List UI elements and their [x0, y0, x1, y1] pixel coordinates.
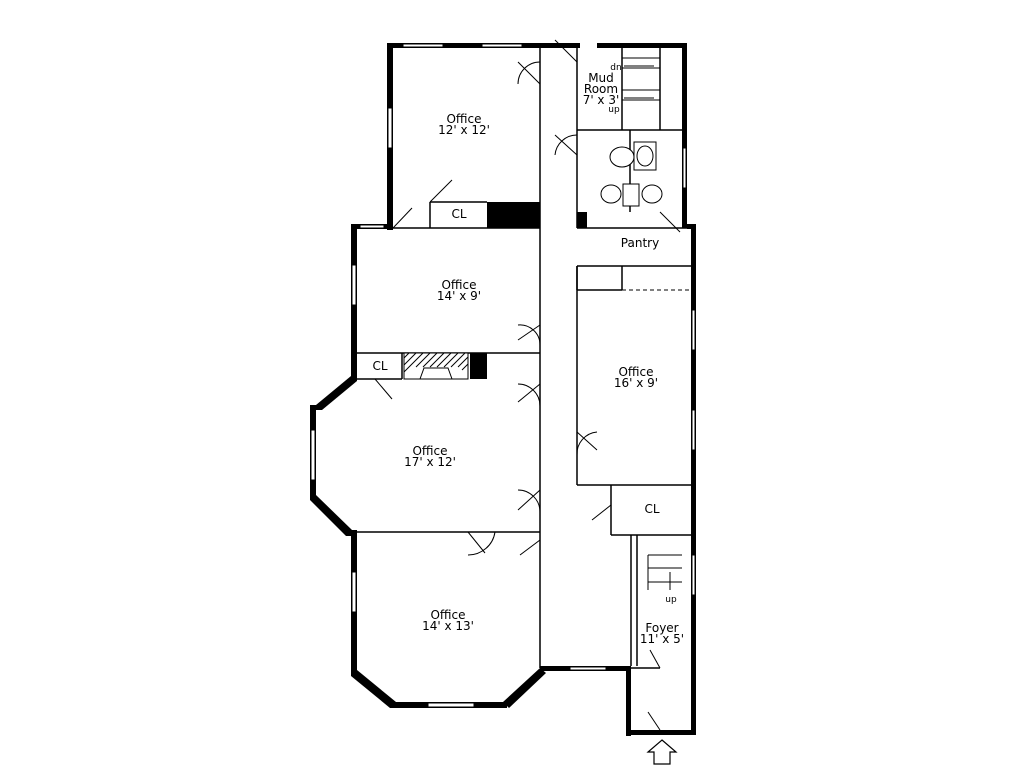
closet-right-label: CL: [644, 502, 659, 516]
pantry-name: Pantry: [621, 236, 659, 250]
closet-top-label: CL: [451, 207, 466, 221]
office-4-name: Office: [430, 608, 465, 622]
foyer-stairs: [647, 554, 682, 590]
foyer-name: Foyer: [645, 621, 678, 635]
office-top-name: Office: [446, 112, 481, 126]
doors: [374, 39, 681, 731]
office-3-size: 17' x 12': [404, 455, 456, 469]
office-right-name: Office: [618, 365, 653, 379]
interior-walls: [352, 48, 691, 669]
foyer-stairs-up: up: [665, 595, 677, 605]
mud-room-name-2: Room: [584, 82, 618, 96]
mud-stairs-up: up: [608, 105, 620, 115]
mud-room-name: Mud: [588, 71, 614, 85]
office-2-size: 14' x 9': [437, 289, 481, 303]
office-right-size: 16' x 9': [614, 376, 658, 390]
windows: [310, 43, 696, 708]
mud-room-stairs: [622, 57, 660, 101]
mud-room-size: 7' x 3': [583, 93, 620, 107]
entry-arrow-icon: [646, 739, 678, 765]
bathroom-fixtures: [600, 141, 663, 207]
fireplace-hatch: [403, 352, 469, 373]
office-4-size: 14' x 13': [422, 619, 474, 633]
office-2-name: Office: [441, 278, 476, 292]
closet-mid-label: CL: [372, 359, 387, 373]
foyer-size: 11' x 5': [640, 632, 684, 646]
office-top-size: 12' x 12': [438, 123, 490, 137]
office-3-name: Office: [412, 444, 447, 458]
mud-stairs-dn: dn: [610, 63, 621, 73]
